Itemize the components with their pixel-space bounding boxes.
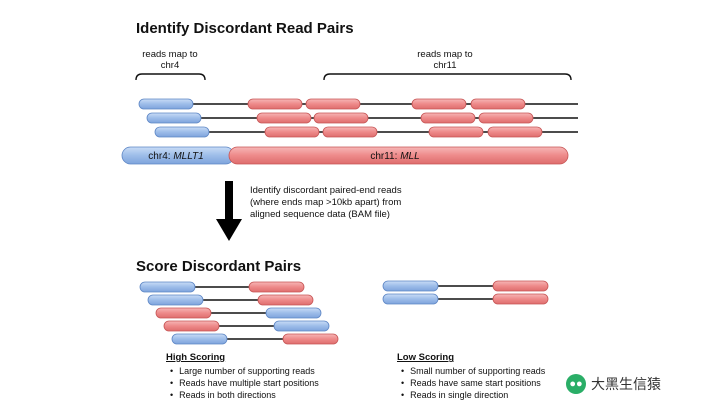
section-title-identify: Identify Discordant Read Pairs [136, 20, 354, 37]
watermark: ●● 大黑生信猿 [566, 374, 661, 394]
low-scoring-item-1: Small number of supporting reads [401, 365, 545, 377]
read-red-3b [322, 126, 378, 138]
wechat-icon: ●● [566, 374, 586, 394]
low-scoring-item-2: Reads have same start positions [401, 377, 545, 389]
read-red-2c [420, 112, 476, 124]
hs-read-2-red [257, 294, 314, 306]
label-chr4-region: reads map to chr4 [135, 49, 205, 71]
label-chr4-line2: chr4 [160, 60, 180, 71]
read-red-2d [478, 112, 534, 124]
read-red-3d [487, 126, 543, 138]
label-chr11-line1: reads map to [417, 49, 473, 60]
high-scoring-item-3: Reads in both directions [170, 389, 319, 401]
high-scoring-reads [139, 281, 339, 345]
ls-read-1-blue [382, 280, 439, 292]
label-chr11-region: reads map to chr11 [400, 49, 490, 71]
hs-read-4-red [163, 320, 220, 332]
label-chr11-line2: chr11 [433, 60, 457, 71]
hs-read-1-red [248, 281, 305, 293]
low-scoring-item-3: Reads in single direction [401, 389, 545, 401]
read-red-2a [256, 112, 312, 124]
read-red-1b [305, 98, 361, 110]
ls-read-1-red [492, 280, 549, 292]
read-alignment-diagram: chr4: MLLT1 chr11: MLL [121, 73, 578, 165]
arrow-caption: Identify discordant paired-end reads (wh… [250, 185, 402, 221]
scoring-diagrams [139, 280, 549, 345]
low-scoring-heading: Low Scoring [397, 352, 454, 363]
hs-read-5-red [282, 333, 339, 345]
read-red-1d [470, 98, 526, 110]
hs-read-2-blue [147, 294, 204, 306]
watermark-text: 大黑生信猿 [591, 376, 661, 392]
high-scoring-item-1: Large number of supporting reads [170, 365, 319, 377]
down-arrow-icon [216, 181, 242, 241]
hs-read-5-blue [171, 333, 228, 345]
read-blue-3 [154, 126, 210, 138]
read-red-3a [264, 126, 320, 138]
low-scoring-list: Small number of supporting reads Reads h… [401, 365, 545, 401]
high-scoring-section: High Scoring Large number of supporting … [166, 352, 319, 401]
chr4-label: chr4: MLLT1 [148, 151, 203, 162]
low-scoring-section: Low Scoring Small number of supporting r… [397, 352, 545, 401]
hs-read-4-blue [273, 320, 330, 332]
low-scoring-reads [382, 280, 549, 305]
high-scoring-item-2: Reads have multiple start positions [170, 377, 319, 389]
caption-line-1: Identify discordant paired-end reads [250, 185, 402, 196]
caption-line-2: (where ends map >10kb apart) from [250, 197, 402, 208]
hs-read-3-red [155, 307, 212, 319]
read-blue-2 [146, 112, 202, 124]
chr11-label: chr11: MLL [370, 151, 419, 162]
hs-read-3-blue [265, 307, 322, 319]
ls-read-2-red [492, 293, 549, 305]
chr11-bar [228, 146, 569, 165]
caption-line-3: aligned sequence data (BAM file) [250, 209, 390, 220]
read-red-1a [247, 98, 303, 110]
high-scoring-heading: High Scoring [166, 352, 226, 363]
bracket-chr11 [323, 73, 572, 81]
ls-read-2-blue [382, 293, 439, 305]
high-scoring-list: Large number of supporting reads Reads h… [170, 365, 319, 401]
read-red-3c [428, 126, 484, 138]
label-chr4-line1: reads map to [142, 49, 198, 60]
read-blue-1 [138, 98, 194, 110]
section-title-score: Score Discordant Pairs [136, 258, 302, 275]
read-red-1c [411, 98, 467, 110]
bracket-chr4 [135, 73, 206, 81]
hs-read-1-blue [139, 281, 196, 293]
read-red-2b [313, 112, 369, 124]
